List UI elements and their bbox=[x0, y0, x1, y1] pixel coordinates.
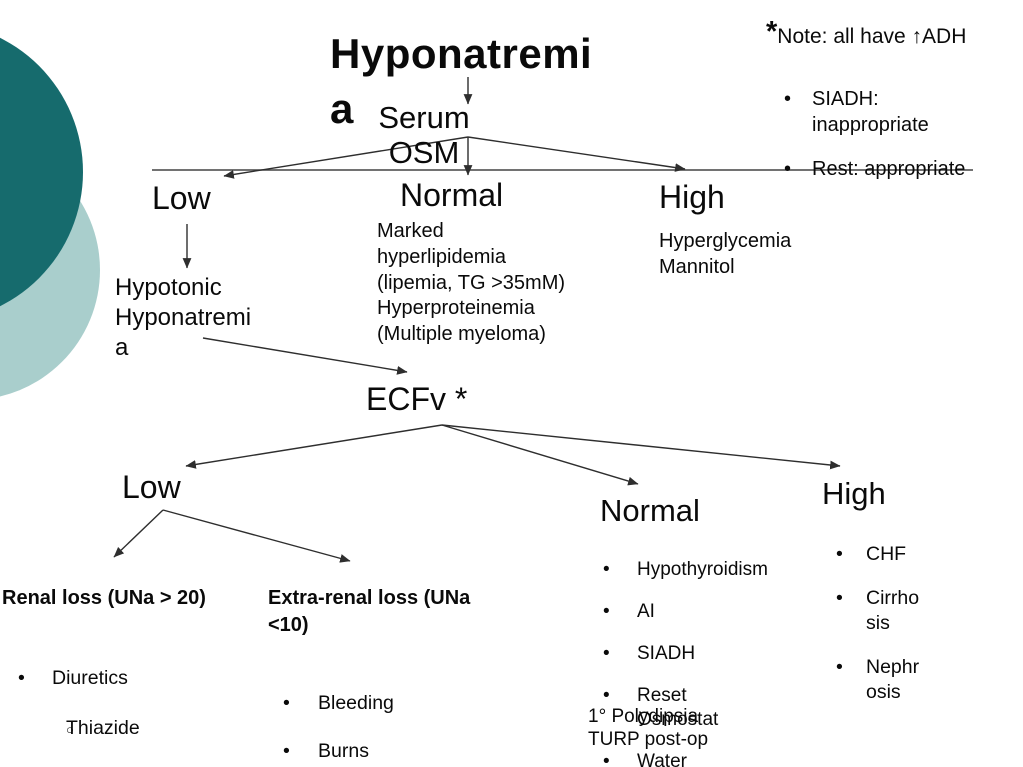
label-ecfv-normal: Normal bbox=[600, 493, 700, 528]
renal-loss-heading: Renal loss (UNa > 20) bbox=[2, 587, 206, 609]
ecfv-normal-footer: 1° Polydipsia TURP post-op bbox=[588, 706, 709, 750]
list-item: Diuretics bbox=[18, 665, 282, 692]
serum-high-causes: Hyperglycemia Mannitol bbox=[659, 230, 792, 278]
connector-ecfv-to-normal bbox=[441, 424, 639, 486]
ecfv-normal-list: Hypothyroidism AI SIADH Reset Osmostat W… bbox=[588, 540, 808, 767]
list-item: Rest: appropriate bbox=[784, 156, 1018, 182]
list-item: Burns bbox=[283, 739, 524, 764]
bullet-icon bbox=[18, 665, 52, 692]
list-item: Water Intoxication bbox=[603, 750, 808, 767]
node-serum-osm: Serum OSM bbox=[378, 100, 470, 170]
extra-renal-loss-list: Bleeding Burns GI (N/V, diarrhea) Pancre… bbox=[268, 668, 524, 767]
connector-serum-to-high bbox=[467, 136, 686, 172]
label-serum-normal: Normal bbox=[400, 177, 504, 213]
bullet-icon bbox=[603, 558, 637, 582]
label-serum-high: High bbox=[659, 179, 725, 215]
bullet-icon bbox=[283, 691, 318, 716]
bullet-icon bbox=[603, 600, 637, 624]
connector-ecfv-to-low bbox=[185, 424, 443, 469]
list-item: AI bbox=[603, 600, 808, 624]
label-ecfv-high: High bbox=[822, 476, 886, 511]
list-item: Cirrho sis bbox=[836, 586, 962, 637]
note-heading: *Note: all have ↑ADH bbox=[766, 18, 1018, 50]
label-serum-low: Low bbox=[152, 180, 211, 216]
extra-renal-loss-block: Extra-renal loss (UNa <10) Bleeding Burn… bbox=[268, 562, 524, 767]
note-list: SIADH: inappropriate Rest: appropriate bbox=[766, 68, 1018, 200]
renal-loss-block: Renal loss (UNa > 20) Diuretics Thiazide… bbox=[2, 562, 282, 767]
node-ecfv: ECFv * bbox=[366, 381, 468, 417]
connector-low-to-extrarenal bbox=[162, 509, 351, 563]
note-heading-text: Note: all have ↑ADH bbox=[777, 25, 967, 48]
connector-low-to-renal bbox=[113, 509, 164, 558]
bullet-icon bbox=[283, 739, 318, 764]
renal-loss-list: Diuretics Thiazide K-sparing ACE-I, ARB … bbox=[2, 642, 282, 767]
list-item: SIADH: inappropriate bbox=[784, 86, 1018, 138]
node-hypotonic-hyponatremia: Hypotonic Hyponatremi a bbox=[115, 274, 252, 361]
slide-title: Hyponatremi a bbox=[330, 30, 593, 132]
bullet-icon bbox=[603, 642, 637, 666]
note-block: *Note: all have ↑ADH SIADH: inappropriat… bbox=[766, 6, 1018, 218]
connector-ecfv-to-high bbox=[441, 424, 841, 470]
list-item: SIADH bbox=[603, 642, 808, 666]
serum-normal-causes: Marked hyperlipidemia (lipemia, TG >35mM… bbox=[377, 220, 566, 346]
label-ecfv-low: Low bbox=[122, 469, 181, 505]
circle-bullet-icon bbox=[66, 715, 93, 743]
list-item: Bleeding bbox=[283, 691, 524, 716]
list-item: Hypothyroidism bbox=[603, 558, 808, 582]
bullet-icon bbox=[784, 156, 812, 182]
asterisk-icon: * bbox=[766, 16, 778, 48]
bullet-icon bbox=[784, 86, 812, 138]
list-item: Reset Osmostat bbox=[603, 684, 808, 732]
bullet-icon bbox=[836, 542, 866, 568]
list-item: Nephr osis bbox=[836, 655, 962, 706]
ecfv-high-list: CHF Cirrho sis Nephr osis bbox=[822, 524, 962, 724]
list-item: Thiazide bbox=[66, 715, 282, 742]
bullet-icon bbox=[836, 655, 866, 706]
bullet-icon bbox=[603, 750, 637, 767]
extra-renal-loss-heading: Extra-renal loss (UNa <10) bbox=[268, 587, 471, 636]
list-item: CHF bbox=[836, 542, 962, 568]
bullet-icon bbox=[836, 586, 866, 637]
